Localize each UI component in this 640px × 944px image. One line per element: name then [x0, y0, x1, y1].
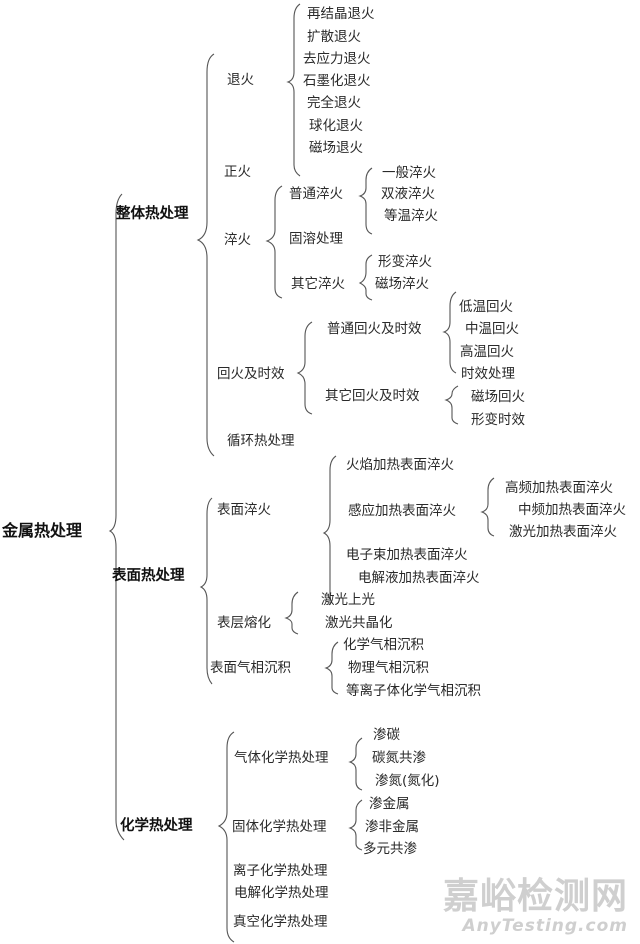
- vapor-item: 物理气相沉积: [348, 660, 429, 676]
- annealing-item: 磁场退火: [309, 140, 363, 156]
- node-surface-heat-treatment: 表面热处理: [112, 568, 185, 584]
- node-normalizing: 正火: [224, 164, 251, 180]
- node-solution-treatment: 固溶处理: [289, 231, 343, 247]
- node-electrolytic-chemical: 电解化学热处理: [234, 885, 329, 901]
- node-solid-chemical: 固体化学热处理: [232, 819, 327, 835]
- annealing-item: 去应力退火: [303, 51, 371, 67]
- vapor-item: 等离子体化学气相沉积: [346, 683, 481, 699]
- gas-item: 碳氮共渗: [372, 750, 426, 766]
- node-chemical-heat-treatment: 化学热处理: [120, 818, 193, 834]
- annealing-item: 扩散退火: [307, 29, 361, 45]
- ordinary-temper-item: 高温回火: [460, 344, 514, 360]
- node-ion-chemical: 离子化学热处理: [233, 863, 328, 879]
- induction-item: 中频加热表面淬火: [518, 502, 626, 518]
- node-tempering-aging: 回火及时效: [217, 366, 285, 382]
- node-vacuum-chemical: 真空化学热处理: [233, 914, 328, 930]
- ordinary-temper-item: 时效处理: [461, 366, 515, 382]
- node-cyclic-heat-treatment: 循环热处理: [227, 433, 295, 449]
- node-induction-hardening: 感应加热表面淬火: [348, 503, 456, 519]
- melting-item: 激光共晶化: [325, 615, 393, 631]
- surface-hardening-item: 电子束加热表面淬火: [346, 547, 468, 563]
- other-temper-item: 形变时效: [471, 412, 525, 428]
- annealing-item: 再结晶退火: [307, 6, 375, 22]
- node-quenching: 淬火: [224, 232, 251, 248]
- solid-item: 渗非金属: [365, 819, 419, 835]
- vapor-item: 化学气相沉积: [343, 637, 424, 653]
- watermark: 嘉峪检测网 AnyTesting.com: [442, 876, 628, 937]
- node-other-quenching: 其它淬火: [291, 276, 345, 292]
- other-quench-item: 形变淬火: [378, 254, 432, 270]
- induction-item: 激光加热表面淬火: [509, 524, 617, 540]
- node-whole-heat-treatment: 整体热处理: [116, 206, 189, 222]
- node-vapor-deposition: 表面气相沉积: [210, 660, 291, 676]
- gas-item: 渗碳: [373, 727, 400, 743]
- annealing-item: 石墨化退火: [303, 73, 371, 89]
- surface-hardening-item: 火焰加热表面淬火: [346, 457, 454, 473]
- node-ordinary-quenching: 普通淬火: [289, 186, 343, 202]
- ordinary-temper-item: 中温回火: [465, 321, 519, 337]
- node-gas-chemical: 气体化学热处理: [234, 750, 329, 766]
- node-surface-melting: 表层熔化: [217, 615, 271, 631]
- watermark-en: AnyTesting.com: [462, 916, 628, 936]
- annealing-item: 球化退火: [309, 118, 363, 134]
- induction-item: 高频加热表面淬火: [505, 480, 613, 496]
- root-node: 金属热处理: [2, 521, 83, 540]
- gas-item: 渗氮(氮化): [375, 773, 440, 789]
- node-ordinary-tempering: 普通回火及时效: [327, 321, 422, 337]
- other-quench-item: 磁场淬火: [375, 276, 429, 292]
- surface-hardening-item: 电解液加热表面淬火: [358, 570, 480, 586]
- ordinary-temper-item: 低温回火: [459, 299, 513, 315]
- ordinary-quench-item: 双液淬火: [381, 186, 435, 202]
- node-surface-hardening: 表面淬火: [217, 502, 271, 518]
- solid-item: 多元共渗: [363, 841, 417, 857]
- watermark-cn: 嘉峪检测网: [442, 876, 628, 917]
- root-brace: [108, 193, 125, 841]
- ordinary-quench-item: 一般淬火: [382, 165, 436, 181]
- annealing-item: 完全退火: [307, 95, 361, 111]
- solid-item: 渗金属: [369, 796, 410, 812]
- ordinary-quench-item: 等温淬火: [384, 208, 438, 224]
- node-other-tempering: 其它回火及时效: [325, 388, 420, 404]
- melting-item: 激光上光: [321, 592, 375, 608]
- node-annealing: 退火: [227, 72, 254, 88]
- other-temper-item: 磁场回火: [471, 389, 525, 405]
